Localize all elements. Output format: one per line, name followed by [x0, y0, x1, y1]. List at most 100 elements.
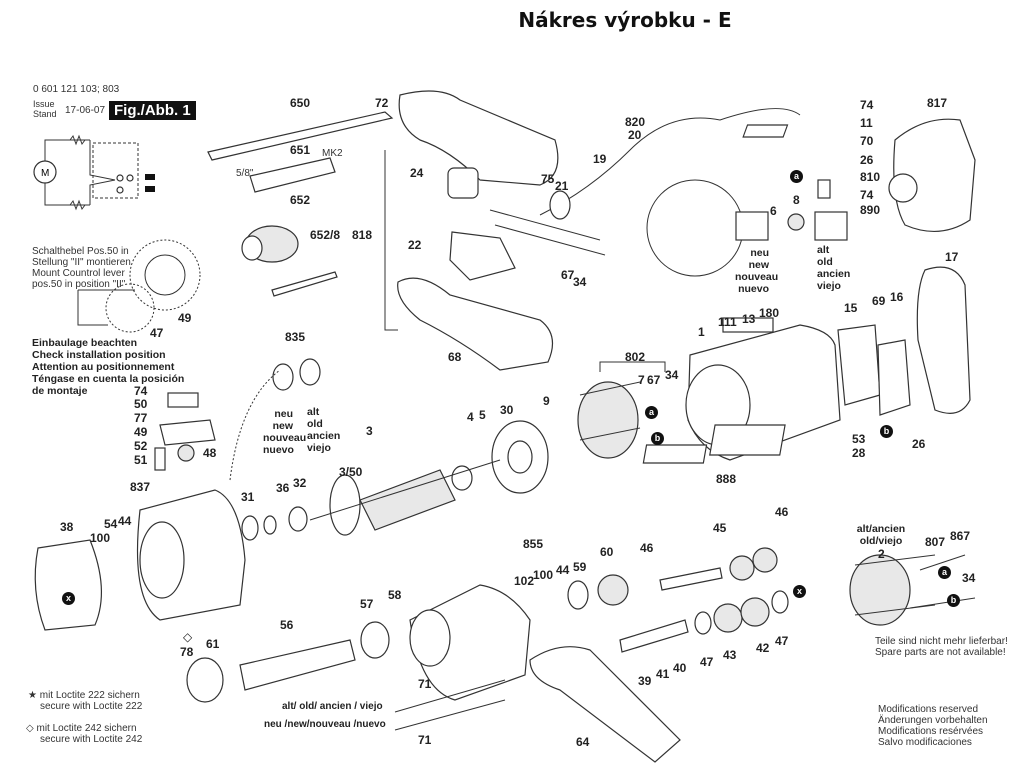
wiring-schematic: M — [33, 134, 155, 211]
issue-date: 17-06-07 — [65, 105, 106, 116]
part-16: 16 — [890, 290, 904, 304]
figure-label: Fig./Abb. 1 — [109, 101, 196, 120]
part-31: 31 — [241, 490, 255, 504]
part-58: 58 — [388, 588, 402, 602]
part-24: 24 — [410, 166, 424, 180]
cover-plate-38 — [34, 539, 102, 631]
brush-holder-detail — [646, 179, 744, 277]
part-1: 1 — [698, 325, 705, 339]
part-75: 75 — [541, 172, 555, 186]
part-855: 855 — [523, 537, 544, 551]
part-38: 38 — [60, 520, 74, 534]
gear-housing-837 — [136, 489, 246, 621]
not-available-note: Teile sind nicht mehr lieferbar! Spare p… — [875, 636, 1008, 658]
badge-b: b — [947, 594, 960, 607]
part-807: 807 — [925, 535, 946, 549]
part-41: 41 — [656, 667, 670, 681]
part-15: 15 — [844, 301, 858, 315]
part-44: 44 — [118, 514, 132, 528]
diamond-icon: ◇ — [26, 723, 34, 734]
control-lever-detail — [77, 239, 201, 333]
part-74: 74 — [860, 98, 874, 112]
part-52: 52 — [134, 439, 148, 453]
part-650: 650 — [290, 96, 311, 110]
field-coil-802 — [577, 381, 641, 459]
page-title: Nákres výrobku - E — [518, 8, 732, 32]
part-40: 40 — [673, 661, 687, 675]
part-36: 36 — [276, 481, 290, 495]
part-820: 820 — [625, 115, 646, 129]
loctite-242-note: ◇ mit Loctite 242 sichern secure with Lo… — [26, 723, 143, 745]
drill-chuck-652 — [241, 225, 338, 297]
brush-holder-new — [735, 211, 769, 241]
part-54: 54 — [104, 517, 118, 531]
stand-label: Stand — [33, 109, 57, 119]
part-34: 34 — [665, 368, 679, 382]
part-28: 28 — [852, 446, 866, 460]
part-652: 652 — [290, 193, 311, 207]
part-19: 19 — [593, 152, 607, 166]
part-21: 21 — [555, 179, 569, 193]
part-818: 818 — [352, 228, 373, 242]
part-5: 5 — [479, 408, 486, 422]
handle-bottom-housing — [397, 277, 554, 371]
spindle-56 — [239, 639, 356, 691]
part-70: 70 — [860, 134, 874, 148]
part-810: 810 — [860, 170, 881, 184]
badge-a: a — [645, 406, 658, 419]
part-71: 71 — [418, 677, 432, 691]
bracket-16 — [877, 339, 911, 416]
brush-holder-old — [814, 211, 848, 241]
part-102: 102 — [514, 574, 535, 588]
part-17: 17 — [945, 250, 959, 264]
part-45: 45 — [713, 521, 727, 535]
part-42: 42 — [756, 641, 770, 655]
part-817: 817 — [927, 96, 948, 110]
badge-a: a — [790, 170, 803, 183]
part-11: 11 — [860, 116, 873, 130]
part-59: 59 — [573, 560, 587, 574]
part-49: 49 — [178, 311, 192, 325]
part-69: 69 — [872, 294, 886, 308]
part-9: 9 — [543, 394, 550, 408]
star-icon: ★ — [28, 690, 37, 701]
part-71: 71 — [418, 733, 432, 747]
part-48: 48 — [203, 446, 217, 460]
part-44: 44 — [556, 563, 570, 577]
part-837: 837 — [130, 480, 151, 494]
part-651: 651 — [290, 143, 311, 157]
part-652-8: 652/8 — [310, 228, 341, 242]
part-47: 47 — [775, 634, 789, 648]
capacitor-24 — [447, 167, 479, 199]
part-7: 7 — [638, 373, 645, 387]
part-180: 180 — [759, 306, 780, 320]
part-74: 74 — [134, 384, 148, 398]
part-47: 47 — [150, 326, 164, 340]
part-2: 2 — [878, 547, 885, 561]
part-100: 100 — [90, 531, 111, 545]
badge-b: b — [880, 425, 893, 438]
diamond-icon: ◇ — [183, 630, 193, 644]
part-4: 4 — [467, 410, 474, 424]
part-20: 20 — [628, 128, 642, 142]
part-60: 60 — [600, 545, 614, 559]
part-57: 57 — [360, 597, 374, 611]
part-39: 39 — [638, 674, 652, 688]
part-802: 802 — [625, 350, 646, 364]
part-3-50: 3/50 — [339, 465, 363, 479]
handle-top-housing — [398, 90, 559, 186]
part-61: 61 — [206, 637, 220, 651]
part-50: 50 — [134, 397, 148, 411]
part-56: 56 — [280, 618, 294, 632]
part-46: 46 — [640, 541, 654, 555]
part-47: 47 — [700, 655, 714, 669]
part-13: 13 — [742, 312, 756, 326]
shank-size-label: 5/8" — [236, 168, 254, 179]
taper-label: MK2 — [322, 148, 343, 159]
part-51: 51 — [134, 453, 148, 467]
part-30: 30 — [500, 403, 514, 417]
part-100: 100 — [533, 568, 554, 582]
